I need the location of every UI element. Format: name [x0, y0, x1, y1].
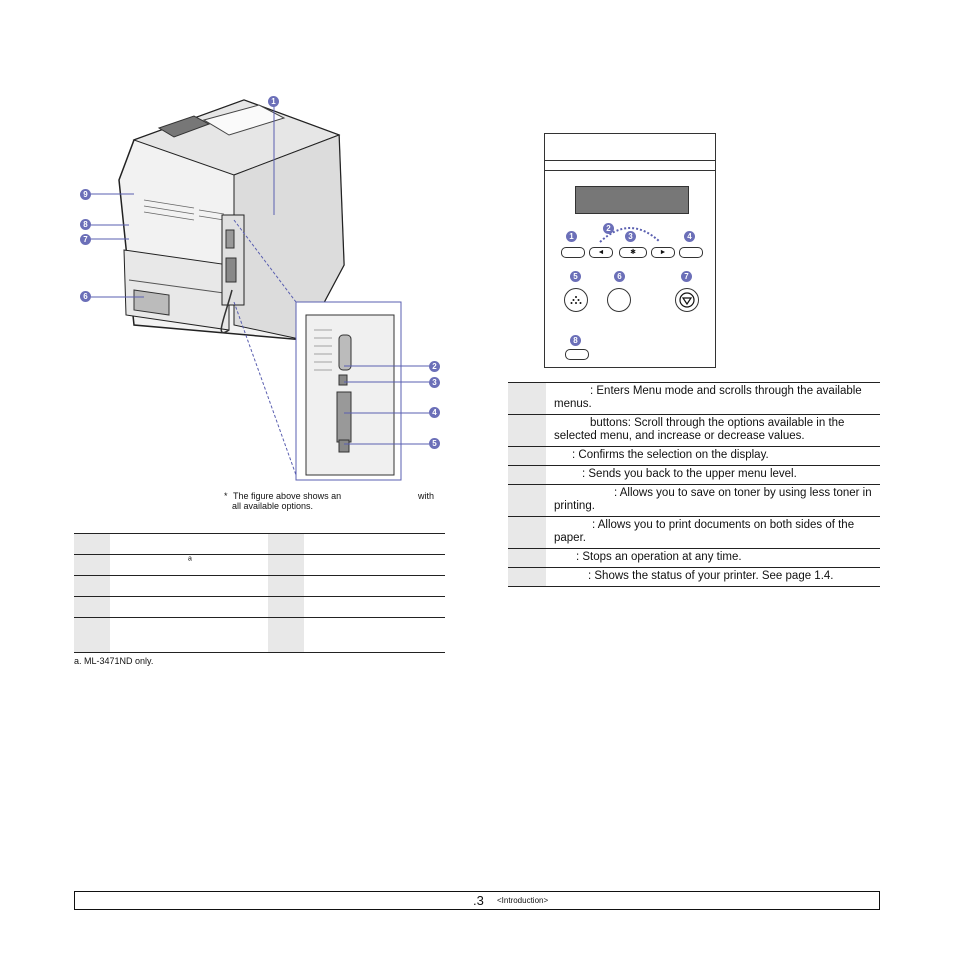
table-row: : Confirms the selection on the display. [508, 446, 880, 466]
printer-rear-illustration [91, 99, 429, 481]
asterisk-icon: ✱ [630, 249, 636, 256]
keys-table: : Enters Menu mode and scrolls through t… [508, 382, 880, 587]
panel-callout-2: 2 [603, 223, 614, 234]
table-row: : Shows the status of your printer. See … [508, 567, 880, 587]
key-description: : Allows you to save on toner by using l… [554, 487, 872, 512]
table-row: a [74, 554, 445, 576]
part-label [304, 575, 445, 597]
key-description: buttons: Scroll through the options avai… [554, 417, 845, 442]
table-row [74, 596, 445, 618]
duplex-button[interactable] [607, 288, 631, 312]
right-arrow-icon: ► [659, 249, 667, 256]
page-number: .3 [473, 893, 484, 908]
key-description: : Shows the status of your printer. See … [588, 570, 834, 582]
panel-callout-5: 5 [570, 271, 581, 282]
right-arrow-button[interactable]: ► [651, 247, 675, 258]
scroll-arc [599, 227, 661, 243]
panel-top-strip [545, 160, 715, 171]
table-row: : Sends you back to the upper menu level… [508, 465, 880, 485]
part-label [110, 533, 268, 555]
panel-callout-4: 4 [684, 231, 695, 242]
note-line2: all available options. [232, 501, 314, 511]
callout-4: 4 [429, 407, 440, 418]
stop-button[interactable] [675, 288, 699, 312]
menu-button[interactable] [561, 247, 585, 258]
callout-9: 9 [80, 189, 91, 200]
part-label [110, 596, 268, 618]
key-description: : Enters Menu mode and scrolls through t… [554, 385, 862, 410]
note-line1: The figure above shows an [233, 491, 342, 501]
left-arrow-button[interactable]: ◄ [589, 247, 613, 258]
part-label [304, 554, 445, 576]
callout-2: 2 [429, 361, 440, 372]
table-row [74, 575, 445, 597]
panel-callout-1: 1 [566, 231, 577, 242]
callout-3: 3 [429, 377, 440, 388]
part-label [304, 533, 445, 555]
part-label [304, 596, 445, 618]
callout-6: 6 [80, 291, 91, 302]
parts-table: a [74, 533, 445, 653]
note-with: with [418, 491, 435, 501]
table-footnote: a. ML-3471ND only. [74, 656, 154, 666]
table-row [74, 533, 445, 555]
callout-8: 8 [80, 219, 91, 230]
key-description: : Stops an operation at any time. [576, 551, 742, 563]
page-footer: .3 <Introduction> [74, 891, 880, 910]
table-row: : Allows you to save on toner by using l… [508, 484, 880, 517]
panel-callout-6: 6 [614, 271, 625, 282]
stop-icon [679, 292, 695, 308]
callout-1: 1 [268, 96, 279, 107]
table-row: : Enters Menu mode and scrolls through t… [508, 382, 880, 415]
key-description: : Allows you to print documents on both … [554, 519, 855, 544]
section-name: <Introduction> [497, 896, 549, 905]
part-label [110, 617, 268, 653]
key-description: : Sends you back to the upper menu level… [582, 468, 797, 480]
callout-5: 5 [429, 438, 440, 449]
panel-callout-7: 7 [681, 271, 692, 282]
note-asterisk: * [224, 491, 228, 501]
left-arrow-icon: ◄ [597, 249, 605, 256]
panel-callout-8: 8 [570, 335, 581, 346]
table-row: buttons: Scroll through the options avai… [508, 414, 880, 447]
callout-7: 7 [80, 234, 91, 245]
table-row [74, 617, 445, 653]
ok-button[interactable]: ✱ [619, 247, 647, 258]
toner-save-icon [570, 296, 582, 304]
footnote-marker: a [188, 555, 192, 562]
part-label [110, 575, 268, 597]
table-row: : Stops an operation at any time. [508, 548, 880, 568]
toner-save-button[interactable] [564, 288, 588, 312]
panel-callout-3: 3 [625, 231, 636, 242]
status-led [565, 349, 589, 360]
key-description: : Confirms the selection on the display. [572, 449, 769, 461]
table-row: : Allows you to print documents on both … [508, 516, 880, 549]
back-button[interactable] [679, 247, 703, 258]
figure-note: * The figure above shows an with all ava… [224, 491, 444, 511]
lcd-display [575, 186, 689, 214]
part-label [304, 617, 445, 653]
control-panel-illustration: 1 2 3 4 ◄ ✱ ► 5 6 7 8 [544, 133, 716, 368]
